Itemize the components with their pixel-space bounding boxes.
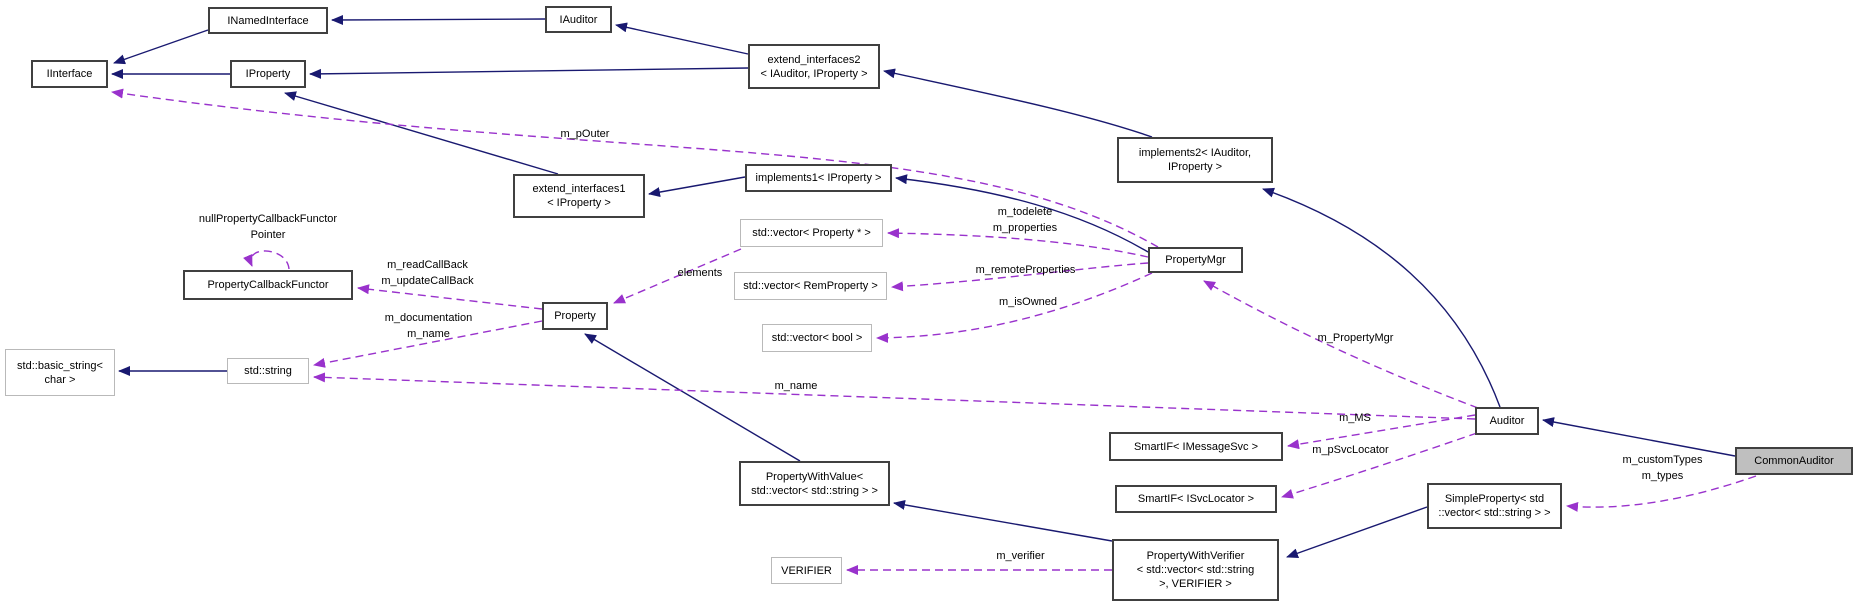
class-node-CommonAuditor[interactable]: CommonAuditor (1735, 447, 1853, 475)
usage-edge-PropertyCallbackFunctor-PropertyCallbackFunctor (243, 250, 290, 270)
class-node-Auditor[interactable]: Auditor (1475, 407, 1539, 435)
class-node-PropertyCallbackFunctor[interactable]: PropertyCallbackFunctor (183, 270, 353, 300)
class-node-IInterface[interactable]: IInterface (31, 60, 108, 88)
inheritance-edge-INamedInterface-IInterface (113, 29, 209, 65)
usage-edge-Auditor-std_string (313, 372, 1476, 420)
class-node-std_string: std::string (227, 358, 309, 384)
class-node-SimpleProperty[interactable]: SimpleProperty< std ::vector< std::strin… (1427, 483, 1562, 529)
inheritance-edge-PropertyMgr-implements1 (895, 174, 1149, 253)
usage-edge-Auditor-SmartIF_IMessageSvc (1287, 414, 1476, 450)
usage-edge-PropertyMgr-vector_property (887, 228, 1149, 258)
class-node-IAuditor[interactable]: IAuditor (545, 6, 612, 33)
class-node-PropertyWithVerifier[interactable]: PropertyWithVerifier < std::vector< std:… (1112, 539, 1279, 601)
inheritance-edge-IAuditor-INamedInterface (331, 14, 546, 25)
inheritance-edge-PropertyWithVerifier-PropertyWithValue (893, 499, 1113, 542)
class-node-IProperty[interactable]: IProperty (230, 60, 306, 88)
class-node-vector_bool: std::vector< bool > (762, 324, 872, 352)
class-node-extend_interfaces2[interactable]: extend_interfaces2 < IAuditor, IProperty… (748, 44, 880, 89)
inheritance-edge-implements2-extend_interfaces2 (883, 68, 1153, 138)
class-node-vector_property: std::vector< Property * > (740, 219, 883, 247)
class-node-std_basic_string: std::basic_string< char > (5, 349, 115, 396)
inheritance-edge-PropertyWithValue-Property (584, 333, 801, 462)
class-node-extend_interfaces1[interactable]: extend_interfaces1 < IProperty > (513, 174, 645, 218)
class-node-SmartIF_ISvcLocator[interactable]: SmartIF< ISvcLocator > (1115, 485, 1277, 513)
usage-edge-Auditor-PropertyMgr (1203, 280, 1479, 409)
usage-edge-CommonAuditor-SimpleProperty (1566, 475, 1757, 512)
class-node-vector_remproperty: std::vector< RemProperty > (734, 272, 887, 300)
class-node-implements2[interactable]: implements2< IAuditor, IProperty > (1117, 137, 1273, 183)
inheritance-edge-extend_interfaces2-IProperty (309, 67, 749, 79)
inheritance-edge-extend_interfaces2-IAuditor (615, 22, 749, 55)
usage-edge-PropertyMgr-vector_bool (876, 272, 1153, 343)
class-node-PropertyMgr[interactable]: PropertyMgr (1148, 247, 1243, 273)
usage-edge-PropertyMgr-IInterface (111, 88, 1159, 248)
class-node-SmartIF_IMessageSvc[interactable]: SmartIF< IMessageSvc > (1109, 432, 1283, 461)
class-node-PropertyWithValue[interactable]: PropertyWithValue< std::vector< std::str… (739, 461, 890, 506)
inheritance-edge-SimpleProperty-PropertyWithVerifier (1286, 506, 1428, 559)
usage-edge-vector_property-Property (613, 248, 742, 304)
usage-edge-PropertyMgr-vector_remproperty (891, 262, 1149, 292)
class-node-implements1[interactable]: implements1< IProperty > (745, 164, 892, 192)
class-node-INamedInterface[interactable]: INamedInterface (208, 7, 328, 34)
inheritance-edge-implements1-extend_interfaces1 (648, 176, 746, 198)
class-node-VERIFIER: VERIFIER (771, 557, 842, 584)
usage-edge-Auditor-SmartIF_ISvcLocator (1281, 432, 1478, 499)
usage-edge-Property-PropertyCallbackFunctor (357, 284, 543, 310)
usage-edge-Property-std_string (313, 320, 543, 368)
inheritance-edge-extend_interfaces1-IProperty (284, 91, 559, 175)
inheritance-edge-CommonAuditor-Auditor (1542, 417, 1736, 457)
class-node-Property[interactable]: Property (542, 302, 608, 330)
inheritance-edge-Auditor-implements2 (1262, 187, 1501, 408)
